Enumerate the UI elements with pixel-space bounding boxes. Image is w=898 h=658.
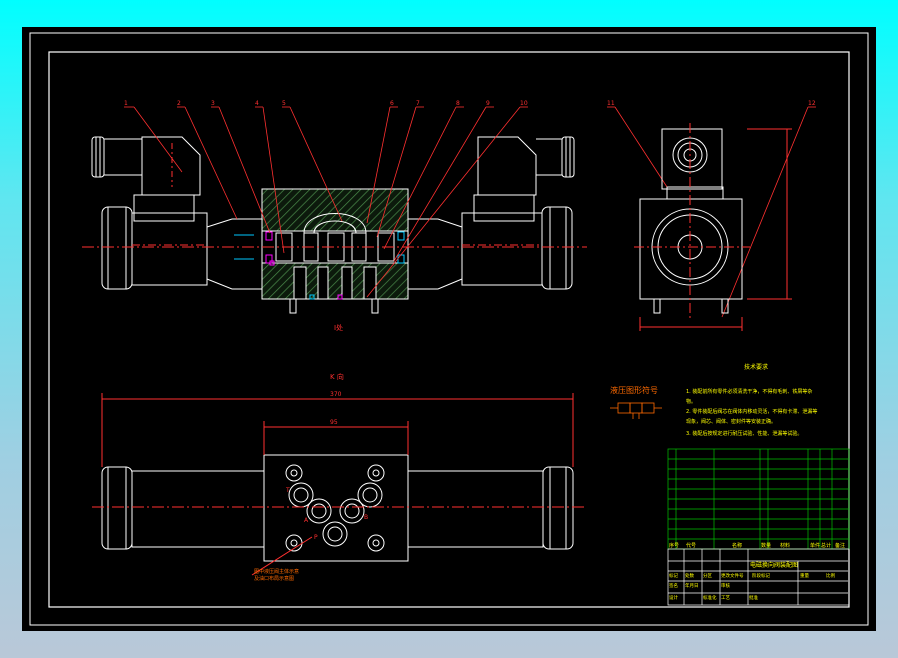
port-labels: T A B P (285, 487, 368, 541)
part-no-5: 5 (282, 100, 286, 107)
part-no-1: 1 (124, 100, 128, 107)
dim-body: 95 (330, 419, 338, 426)
tb-review: 审核 (721, 582, 730, 589)
part-no-7: 7 (416, 100, 420, 107)
tb-scale: 比例 (826, 572, 835, 579)
requirements-title: 技术要求 (744, 363, 768, 371)
part-no-2: 2 (177, 100, 181, 107)
part-no-9: 9 (486, 100, 490, 107)
section-mark: I处 (334, 323, 343, 332)
tb-weight: 重量 (800, 572, 809, 579)
bom-col-material: 材料 (780, 542, 790, 549)
tb-sign: 签名 (669, 582, 678, 589)
requirement-line-5: 3. 装配后按规定进行耐压试验、性能、泄漏等试验。 (686, 430, 802, 437)
tb-process: 工艺 (721, 595, 730, 601)
drawing-name: 电磁换向阀装配图 (750, 561, 798, 569)
dim-overall: 370 (330, 391, 342, 398)
requirement-line-1: 1. 装配前所有零件必须清洗干净，不得有毛刺、铁屑等杂 (686, 388, 812, 395)
cad-drawing: 1 2 3 4 5 6 7 8 9 10 11 12 I处 K 向 (29, 32, 869, 626)
part-no-12: 12 (808, 100, 816, 107)
tb-zone: 分区 (703, 572, 712, 579)
part-no-4: 4 (255, 100, 259, 107)
outer-frame (29, 32, 869, 626)
port-b: B (364, 514, 368, 521)
plate-note: 图中液压阀主体示意 及油口布局示意图 (254, 568, 299, 582)
title-block (667, 548, 850, 606)
part-no-10: 10 (520, 100, 528, 107)
port-t: T (285, 487, 290, 494)
tb-mark: 标记 (669, 572, 678, 579)
part-no-6: 6 (390, 100, 394, 107)
plate-note-line-1: 图中液压阀主体示意 (254, 568, 299, 575)
k-view (92, 393, 584, 576)
symbol-title: 液压图形符号 (610, 385, 658, 395)
bom-col-code: 代号 (686, 542, 696, 549)
bom-col-index: 序号 (669, 542, 679, 549)
tb-approve: 批准 (749, 594, 758, 601)
tb-count: 处数 (685, 572, 694, 579)
bom-col-qty: 数量 (761, 542, 771, 549)
plate-note-line-2: 及油口布局示意图 (254, 575, 294, 582)
tb-stage: 阶段标记 (752, 572, 770, 579)
hydraulic-symbol (610, 402, 662, 419)
tb-date: 年月日 (685, 582, 699, 589)
inner-frame (48, 51, 850, 608)
tb-standard: 标准化 (703, 594, 717, 601)
part-no-11: 11 (607, 100, 615, 107)
front-section-view (82, 136, 587, 314)
part-no-8: 8 (456, 100, 460, 107)
part-leaders (124, 106, 816, 318)
requirement-line-2: 物。 (686, 398, 696, 405)
port-p: P (314, 534, 318, 541)
bom-col-name: 名称 (732, 542, 742, 549)
bom-col-remark: 备注 (835, 542, 845, 549)
requirement-line-4: 现象，阀芯、阀体、密封件等安装正确。 (686, 418, 776, 425)
view-title: K 向 (330, 372, 344, 381)
bom-col-unit: 单件 (810, 542, 820, 549)
part-numbers: 1 2 3 4 5 6 7 8 9 10 11 12 (124, 100, 816, 107)
tb-design: 设计 (669, 594, 678, 601)
drawing-sheet: 1 2 3 4 5 6 7 8 9 10 11 12 I处 K 向 (22, 27, 876, 631)
side-view (634, 123, 792, 331)
requirement-line-3: 2. 零件装配后阀芯在阀体内移动灵活，不得有卡滞、泄漏等 (686, 408, 817, 415)
bom-col-total: 总计 (821, 542, 831, 549)
title-block-cells: 标记 处数 分区 更改文件号 签名 年月日 设计 标准化 审核 工艺 批准 阶段… (669, 572, 835, 601)
bom-table (667, 448, 850, 550)
port-a: A (304, 517, 309, 524)
requirements-lines: 1. 装配前所有零件必须清洗干净，不得有毛刺、铁屑等杂 物。 2. 零件装配后阀… (686, 388, 817, 437)
part-no-3: 3 (211, 100, 215, 107)
tb-change-doc: 更改文件号 (721, 572, 744, 579)
bom-header: 序号 代号 名称 数量 材料 单件 总计 备注 (669, 542, 845, 549)
